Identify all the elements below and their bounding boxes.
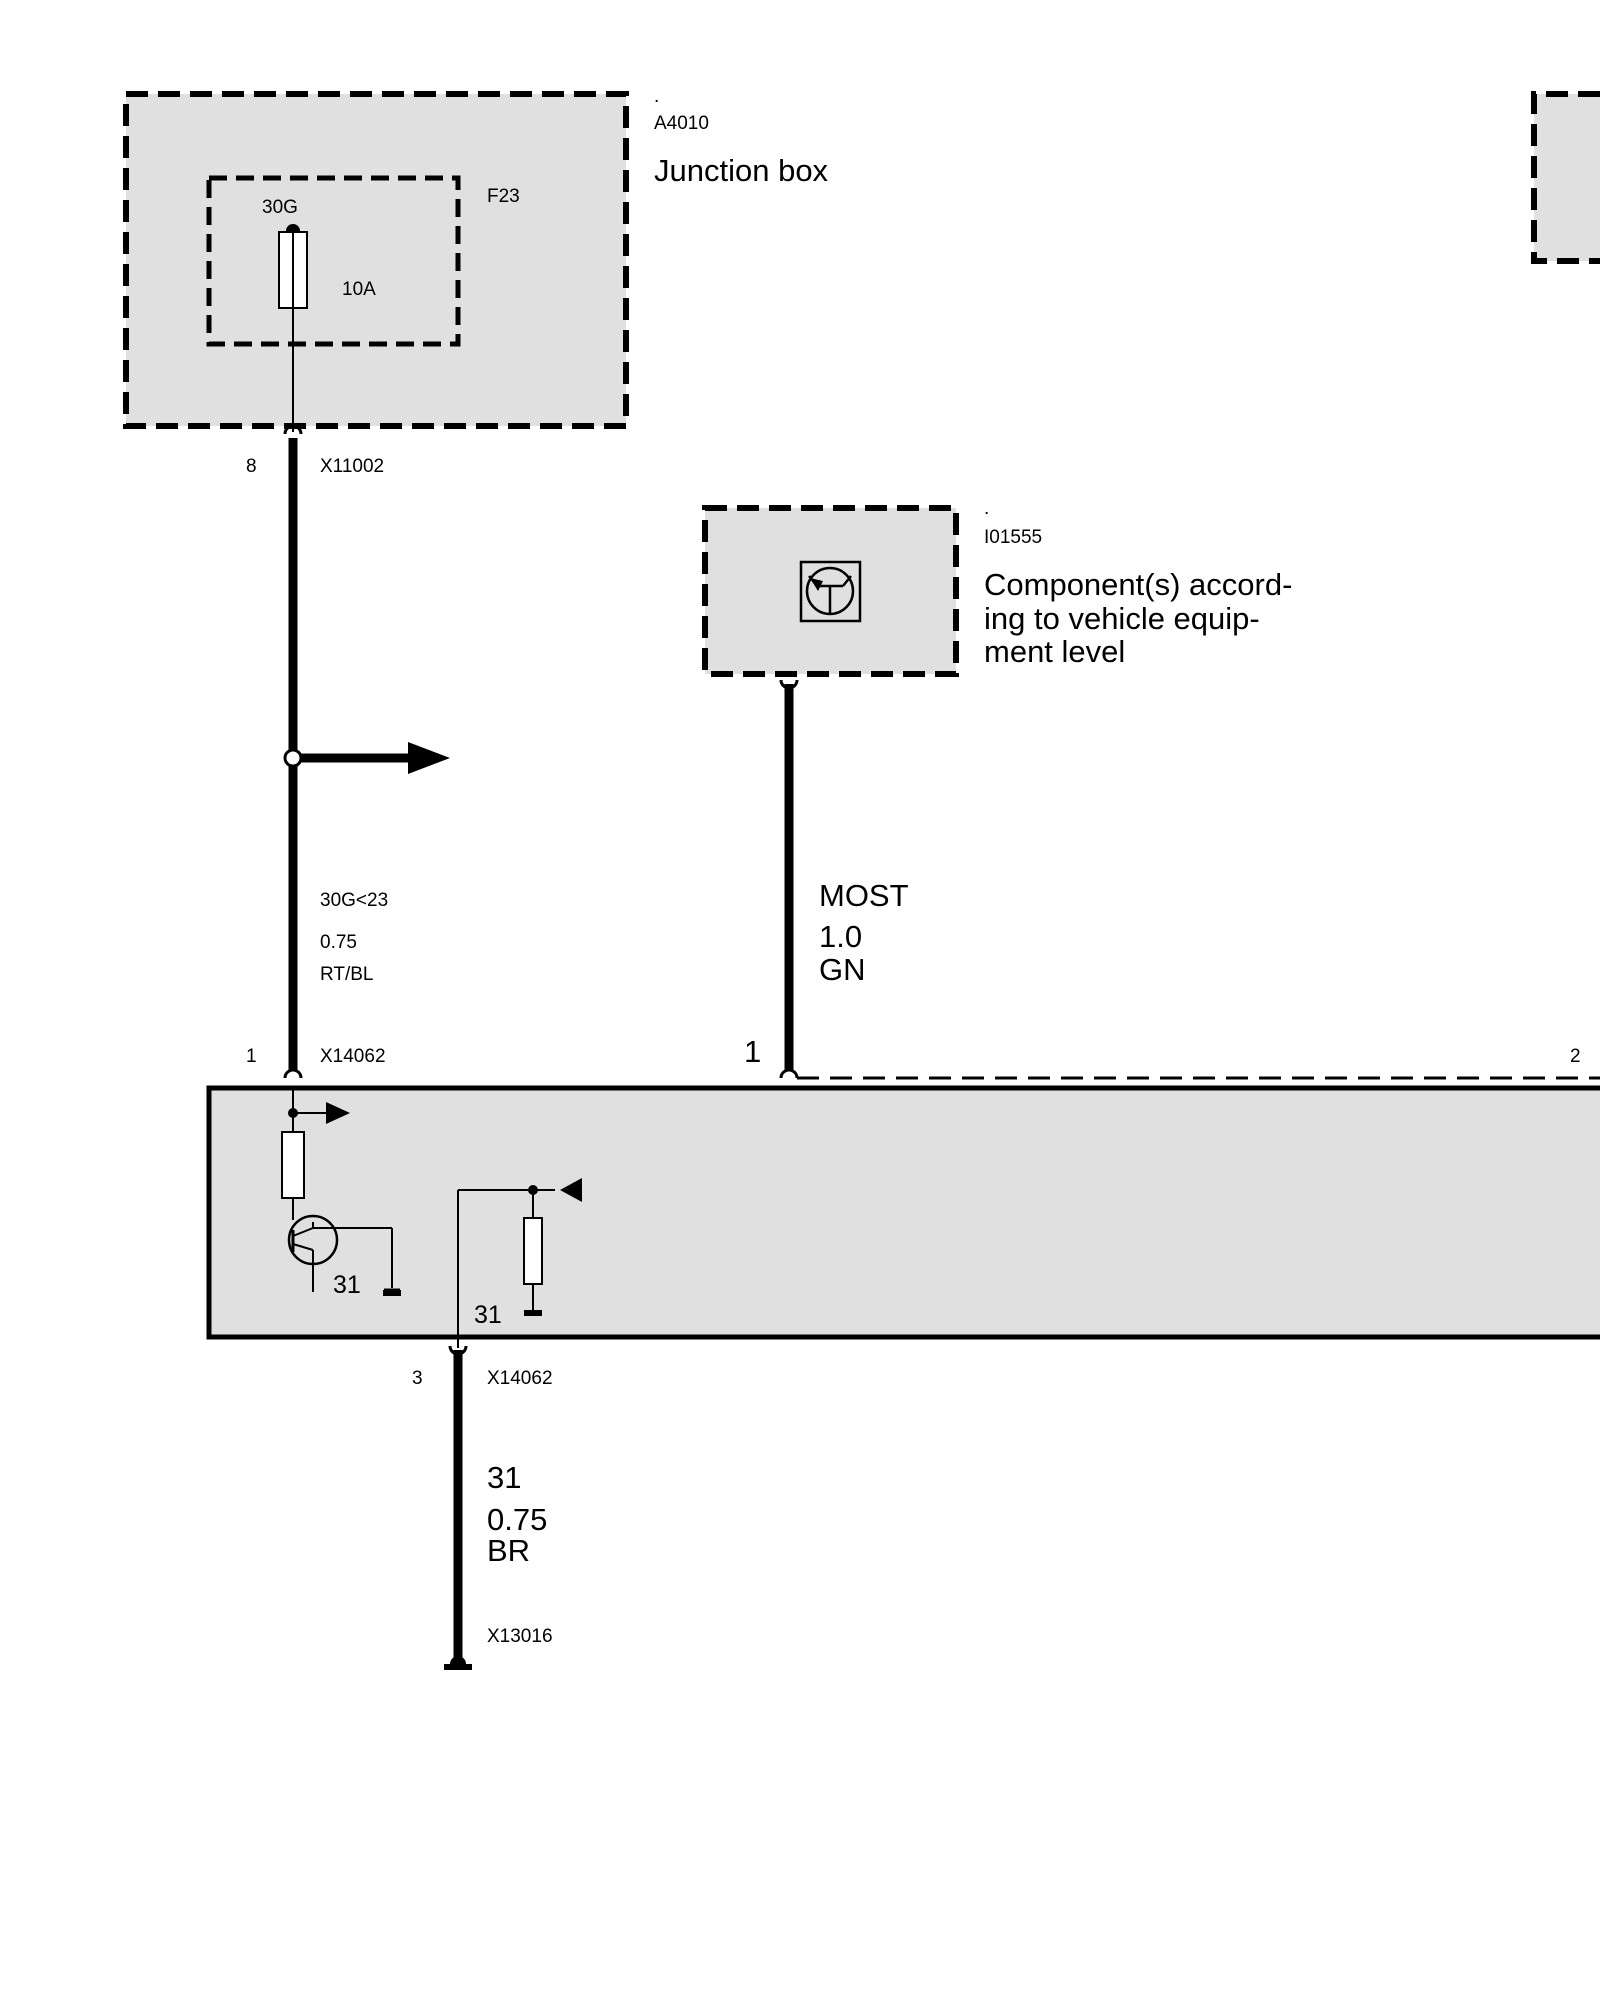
fuse-holder-outline	[206, 175, 461, 347]
module-connector-id-bottom: X14062	[487, 1368, 553, 1389]
module-pin-most: 1	[744, 1034, 761, 1069]
optional-component-code: I01555	[984, 527, 1042, 548]
supply-wire-color: RT/BL	[320, 964, 374, 985]
ground-wire-gauge: 0.75	[487, 1502, 547, 1537]
module-pin-left: 1	[246, 1046, 257, 1067]
internal-ground-label-1: 31	[333, 1271, 361, 1299]
fuse-terminal-label: 30G	[262, 197, 298, 218]
ground-wire-signal: 31	[487, 1460, 521, 1495]
module-connector-id-top: X14062	[320, 1046, 386, 1067]
ground-point-id: X13016	[487, 1626, 553, 1647]
connector-top-pin: 8	[246, 456, 257, 477]
adjacent-box-outline	[1531, 91, 1600, 264]
control-module: 31 31	[206, 1085, 1600, 1348]
resistor-icon	[281, 1131, 305, 1199]
connector-top-id: X11002	[320, 456, 384, 477]
most-wire-gauge: 1.0	[819, 919, 862, 954]
optional-component-dot: .	[984, 498, 989, 519]
input-arrow-icon	[560, 1178, 582, 1202]
junction-box: 30G F23 10A . A4010 Junction box	[123, 86, 829, 432]
module-left-socket	[283, 1068, 303, 1079]
module-most-socket	[779, 1068, 799, 1079]
branch-arrow-icon	[283, 742, 450, 774]
supply-wire-signal: 30G<23	[320, 890, 388, 911]
connector-top-socket	[283, 424, 303, 435]
optional-component-desc-3: ment level	[984, 634, 1125, 669]
internal-ground-label-2: 31	[474, 1301, 502, 1329]
ground-point-icon	[444, 1656, 472, 1670]
most-wire-color: GN	[819, 952, 866, 987]
optional-component-desc-2: ing to vehicle equip-	[984, 601, 1260, 636]
internal-pullup-circuit: 31	[457, 1178, 582, 1348]
optional-component-desc-1: Component(s) accord-	[984, 567, 1292, 602]
supply-wire-gauge: 0.75	[320, 932, 357, 953]
ground-icon	[383, 1290, 401, 1296]
most-wire-signal: MOST	[819, 878, 909, 913]
fuse-icon	[278, 224, 308, 432]
optional-component: . I01555 Component(s) accord- ing to veh…	[702, 498, 1292, 677]
transistor-icon	[287, 1214, 393, 1292]
connector-x11002: 8 X11002	[246, 424, 384, 477]
module-pin-bottom: 3	[412, 1368, 423, 1389]
junction-box-title: Junction box	[654, 153, 829, 188]
junction-box-outline	[123, 91, 629, 429]
control-module-outline	[206, 1085, 1600, 1340]
junction-box-code: A4010	[654, 113, 709, 134]
resistor-icon	[523, 1217, 543, 1285]
internal-arrow-icon	[326, 1102, 350, 1124]
ground-wire-color: BR	[487, 1533, 530, 1568]
junction-box-dot: .	[654, 86, 659, 107]
ground-icon	[524, 1310, 542, 1316]
transistor-icon	[799, 560, 862, 623]
internal-driver-circuit: 31	[281, 1088, 401, 1299]
fuse-rating-label: 10A	[342, 279, 376, 300]
fuse-id-label: F23	[487, 186, 520, 207]
module-pin-right: 2	[1570, 1046, 1581, 1067]
